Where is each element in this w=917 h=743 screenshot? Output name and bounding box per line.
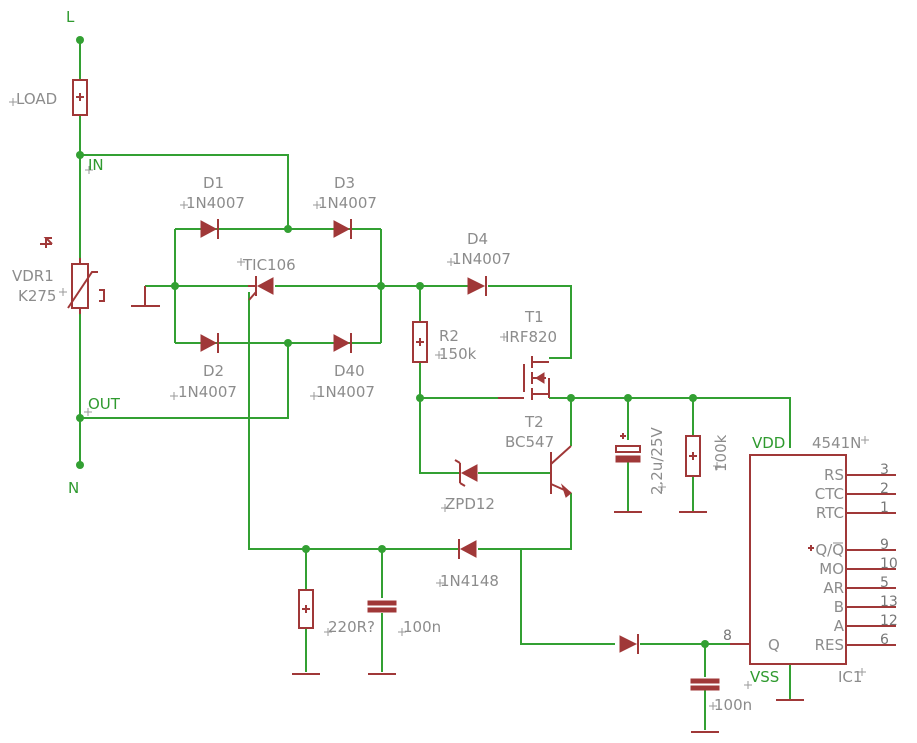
diode-d40 [333, 333, 352, 353]
capacitor-100n-q [690, 678, 720, 691]
ic-pin-number: 2 [880, 481, 889, 497]
d2-name-label: D2 [203, 362, 224, 380]
ic-pin-number: 9 [880, 537, 889, 553]
diode-1n4148-label: 1N4148 [440, 572, 499, 590]
ic-pin-name: CTC [815, 485, 844, 503]
diode-q [619, 634, 639, 654]
ic-pin-number: 1 [880, 500, 889, 516]
ic-pin-number: 10 [880, 556, 898, 572]
resistor-220r [298, 589, 314, 629]
ic-pin-name: RES [815, 636, 844, 654]
d1-name-label: D1 [203, 174, 224, 192]
vdr-name-label: VDR1 [12, 267, 54, 285]
d3-name-label: D3 [334, 174, 355, 192]
t1-value-label: IRF820 [505, 328, 557, 346]
net-in-label: IN [88, 156, 104, 174]
t2-value-label: BC547 [505, 433, 554, 451]
labels: L N LOAD IN OUT VDR1 K275 D1 1N4007 D3 1… [12, 8, 862, 714]
resistor-220r-label: 220R? [328, 618, 375, 636]
resistor-100k-label: 100k [712, 434, 730, 472]
diode-d4 [467, 276, 487, 296]
transistor-t2 [550, 445, 572, 498]
origin-marks [9, 98, 869, 710]
load-resistor [72, 79, 88, 116]
ic-pin-name: AR [823, 579, 844, 597]
capacitor-100n-bottom-label: 100n [403, 618, 441, 636]
ic-pin-name: B [834, 598, 844, 616]
ic-pin-number: 6 [880, 632, 889, 648]
capacitor-100n-q-label: 100n [714, 696, 752, 714]
capacitor-100n-bottom [367, 600, 397, 613]
t1-name-label: T1 [524, 308, 544, 326]
ic-4541n [730, 454, 896, 665]
ic-pin-number: 13 [880, 594, 898, 610]
ic-pin-name: RS [824, 466, 844, 484]
d4-name-label: D4 [467, 230, 488, 248]
r2-name-label: R2 [439, 327, 459, 345]
diode-1n4148 [458, 539, 477, 559]
ic-pin-name: Q/Q [815, 541, 844, 559]
ic-pin-q-name: Q [768, 636, 780, 654]
ic-pin-name: RTC [816, 504, 844, 522]
diode-d1 [200, 219, 219, 239]
junction-dots [76, 36, 709, 648]
d40-value-label: 1N4007 [316, 383, 375, 401]
capacitor-electrolytic [615, 433, 641, 463]
ic-pin-number: 5 [880, 575, 889, 591]
vss-label: VSS [750, 668, 779, 686]
t2-name-label: T2 [524, 413, 544, 431]
thyristor-tic106 [248, 276, 274, 301]
resistor-r2 [412, 321, 428, 363]
d4-value-label: 1N4007 [452, 250, 511, 268]
d2-value-label: 1N4007 [178, 383, 237, 401]
r2-value-label: 150k [439, 345, 477, 363]
diode-d3 [333, 219, 352, 239]
ic-pin-q-number: 8 [723, 628, 732, 644]
resistor-100k [685, 435, 701, 477]
capacitor-electrolytic-label: 2.2u/25V [648, 426, 666, 495]
ic-pin-name: A [834, 617, 845, 635]
supply-n-label: N [68, 479, 79, 497]
d1-value-label: 1N4007 [186, 194, 245, 212]
mosfet-t1 [498, 356, 550, 400]
vdr-value-label: K275 [18, 287, 56, 305]
d3-value-label: 1N4007 [318, 194, 377, 212]
wires [79, 40, 791, 730]
vdd-label: VDD [752, 434, 785, 452]
diode-d2 [200, 333, 219, 353]
thyristor-label: TIC106 [242, 256, 296, 274]
ic-pin-number: 12 [880, 613, 898, 629]
ic-name-label: IC1 [838, 668, 862, 686]
supply-l-label: L [66, 8, 75, 26]
ic-type-label: 4541N [812, 434, 861, 452]
load-label: LOAD [16, 90, 57, 108]
zener-label: ZPD12 [445, 495, 495, 513]
ground-symbols [131, 286, 804, 733]
varistor-vdr1 [40, 237, 105, 314]
ic-pin-name: MO [819, 560, 844, 578]
net-out-label: OUT [88, 395, 121, 413]
zener-zpd12 [454, 459, 478, 487]
ic-pin-number: 3 [880, 462, 889, 478]
d40-name-label: D40 [334, 362, 365, 380]
